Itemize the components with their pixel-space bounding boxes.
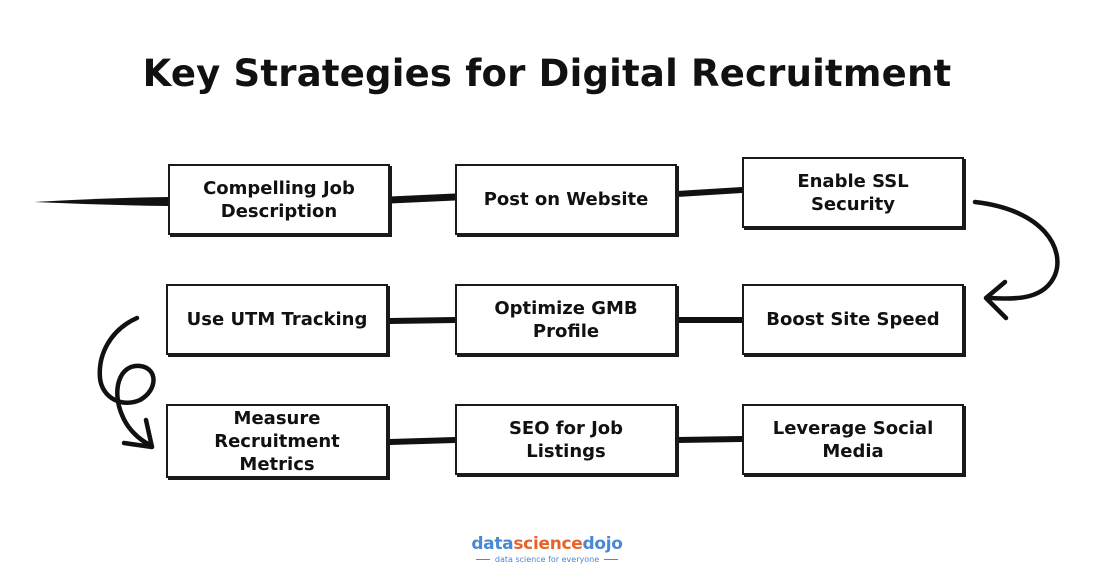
logo-part-data: data xyxy=(471,534,514,554)
logo-tagline: data science for everyone xyxy=(494,555,600,564)
connector-7-8 xyxy=(387,437,458,445)
logo-tagline-row: data science for everyone xyxy=(0,555,1094,564)
lead-in-line xyxy=(34,197,168,206)
connector-2-3 xyxy=(674,187,745,197)
step-boost-site-speed: Boost Site Speed xyxy=(742,284,964,355)
step-optimize-gmb-profile: Optimize GMB Profile xyxy=(455,284,677,355)
connector-5-6 xyxy=(387,317,458,324)
arrow-3-4-head xyxy=(983,279,1009,321)
arrow-6-7-head xyxy=(121,417,155,450)
arrow-6-7 xyxy=(97,315,156,448)
step-label: Boost Site Speed xyxy=(766,309,940,330)
diagram-title: Key Strategies for Digital Recruitment xyxy=(142,52,952,95)
tagline-rule-left xyxy=(475,559,490,560)
arrow-3-4 xyxy=(972,199,1060,301)
step-label: SEO for Job Listings xyxy=(508,417,624,462)
step-compelling-job-description: Compelling Job Description xyxy=(168,164,390,235)
brand-logo: datasciencedojo data science for everyon… xyxy=(0,534,1094,564)
tagline-rule-right xyxy=(604,559,619,560)
step-label: Use UTM Tracking xyxy=(186,309,368,330)
step-enable-ssl-security: Enable SSL Security xyxy=(742,157,964,228)
step-label: Leverage Social Media xyxy=(772,417,934,462)
step-label: Measure Recruitment Metrics xyxy=(214,407,340,475)
step-label: Enable SSL Security xyxy=(797,170,909,215)
step-measure-recruitment-metrics: Measure Recruitment Metrics xyxy=(166,404,388,478)
connector-8-9 xyxy=(674,436,745,443)
logo-part-dojo: dojo xyxy=(582,534,623,554)
step-leverage-social-media: Leverage Social Media xyxy=(742,404,964,475)
step-use-utm-tracking: Use UTM Tracking xyxy=(166,284,388,355)
step-label: Optimize GMB Profile xyxy=(494,297,638,342)
logo-wordmark: datasciencedojo xyxy=(0,534,1094,554)
logo-part-science: science xyxy=(513,534,583,554)
step-label: Post on Website xyxy=(483,189,649,210)
step-label: Compelling Job Description xyxy=(203,177,355,222)
step-post-on-website: Post on Website xyxy=(455,164,677,235)
connector-1-2 xyxy=(386,193,459,204)
step-seo-for-job-listings: SEO for Job Listings xyxy=(455,404,677,475)
